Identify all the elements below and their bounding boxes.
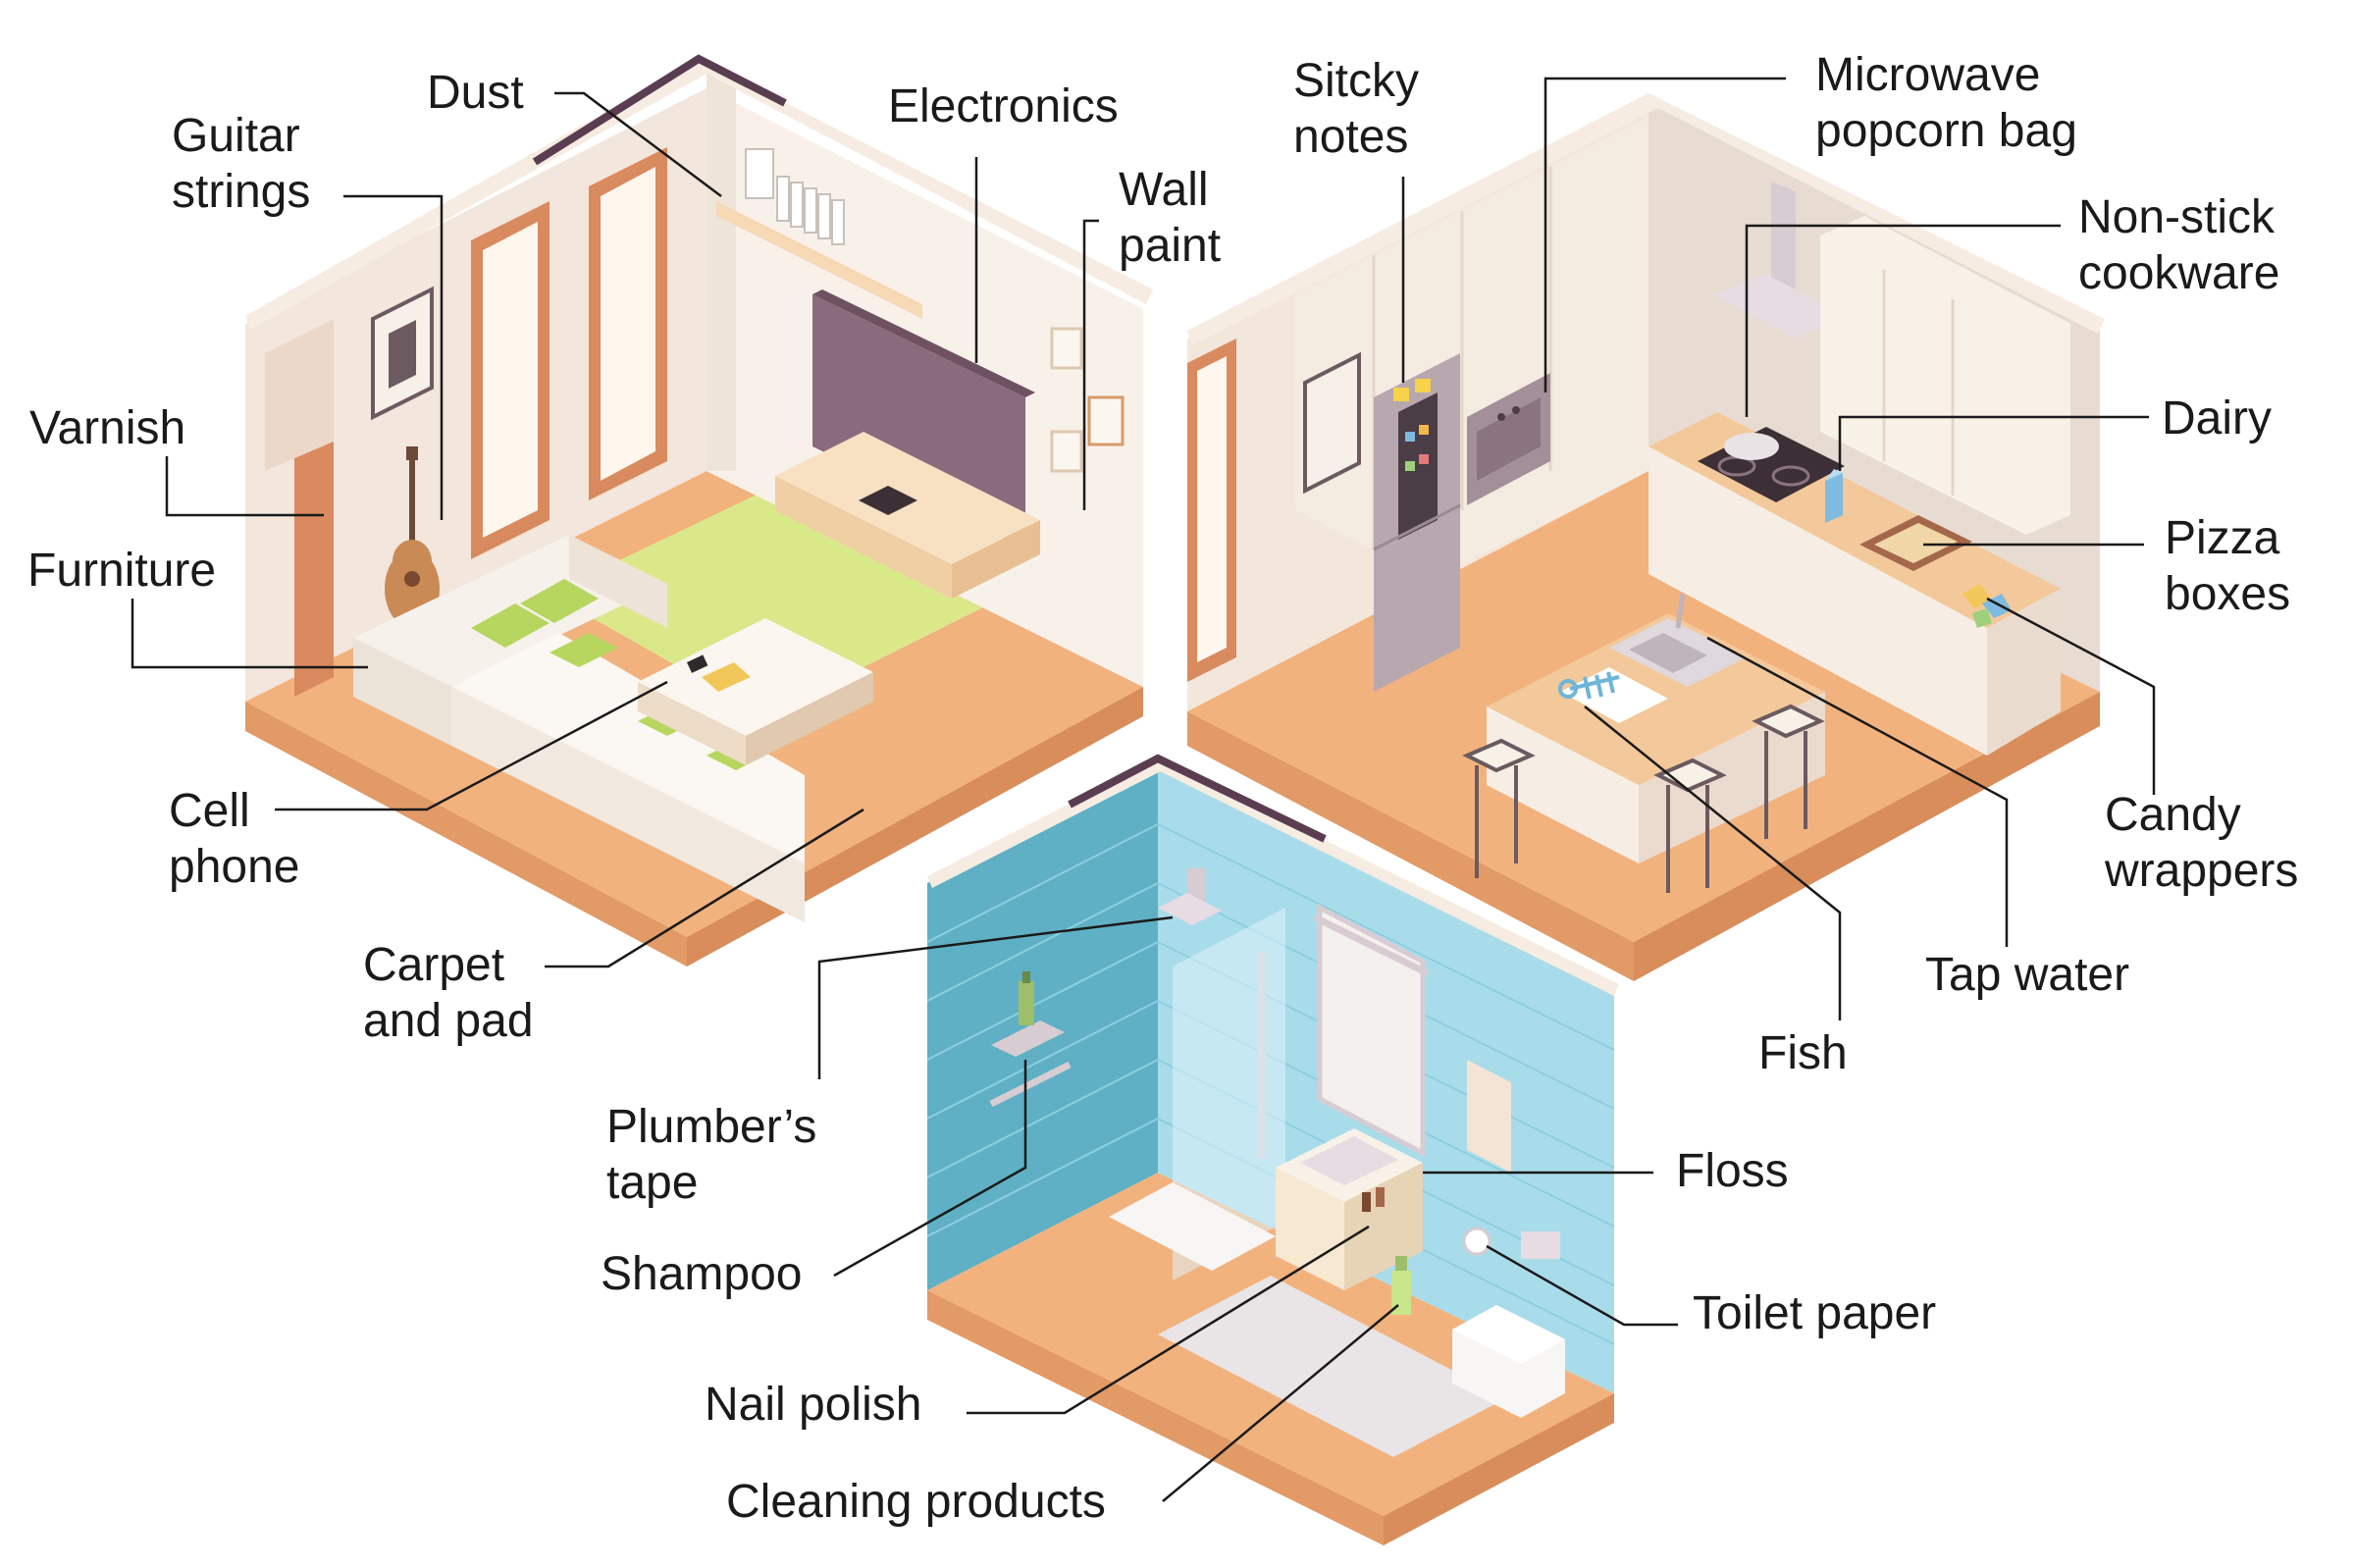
leader-varnish (165, 456, 324, 517)
fish-bones (1558, 671, 1620, 700)
range-hood (1771, 182, 1796, 309)
sink-icon (1609, 593, 1747, 687)
label-dairy: Dairy (2162, 392, 2273, 444)
leader-toilet-paper (1486, 1244, 1678, 1327)
leader-wall-paint (1082, 219, 1099, 510)
label-tap-water: Tap water (1925, 949, 2130, 1001)
leader-carpet (545, 808, 864, 968)
books (745, 148, 845, 245)
leader-tap-water (1706, 636, 2009, 947)
leader-guitar-strings (343, 194, 444, 520)
kitchen (1187, 93, 2105, 981)
label-shampoo: Shampoo (601, 1248, 803, 1300)
label-dust: Dust (427, 67, 524, 119)
window (265, 147, 667, 697)
milk-carton (1825, 469, 1843, 523)
leader-lines (131, 77, 2156, 1502)
microwave (1467, 373, 1550, 505)
label-floss: Floss (1676, 1145, 1789, 1197)
shower-icon (1158, 868, 1285, 1281)
leader-microwave-popcorn (1544, 77, 1786, 392)
leader-candy-wrappers (1986, 597, 2156, 795)
label-toilet-paper: Toilet paper (1693, 1287, 1937, 1339)
spray-bottle (1391, 1256, 1411, 1315)
stove-icon (1698, 427, 1845, 502)
coffee-table (638, 618, 873, 765)
leader-cell-phone (275, 680, 668, 811)
label-nail-polish: Nail polish (705, 1379, 922, 1431)
label-electronics: Electronics (888, 80, 1119, 132)
label-fish: Fish (1758, 1027, 1848, 1079)
leader-plumbers-tape (817, 915, 1174, 1079)
tv-icon (812, 289, 1035, 549)
picture-frame (1303, 351, 1361, 495)
leader-non-stick (1745, 224, 2061, 417)
leader-fish (1584, 706, 1842, 1020)
living-room (245, 54, 1153, 967)
towel (1467, 1060, 1511, 1173)
bath-mat (1158, 1276, 1506, 1457)
bathroom (926, 754, 1619, 1545)
stools (1462, 704, 1825, 893)
leader-cleaning-products (1162, 1304, 1399, 1502)
leader-shampoo (833, 1060, 1027, 1278)
leader-dust (554, 91, 722, 197)
leader-nail-polish (967, 1225, 1370, 1415)
mirror-icon (1313, 903, 1430, 1158)
toilet-paper-holder (1462, 1227, 1492, 1256)
leader-furniture (131, 599, 368, 669)
toilet-icon (1452, 1305, 1565, 1418)
shelf (716, 201, 922, 319)
label-cleaning-products: Cleaning products (726, 1476, 1106, 1528)
label-varnish: Varnish (29, 402, 186, 454)
sofa-icon (353, 535, 805, 922)
leader-dairy (1838, 415, 2149, 471)
fridge-icon (1373, 353, 1461, 692)
label-furniture: Furniture (27, 545, 217, 597)
bottle-icon (989, 971, 1072, 1108)
